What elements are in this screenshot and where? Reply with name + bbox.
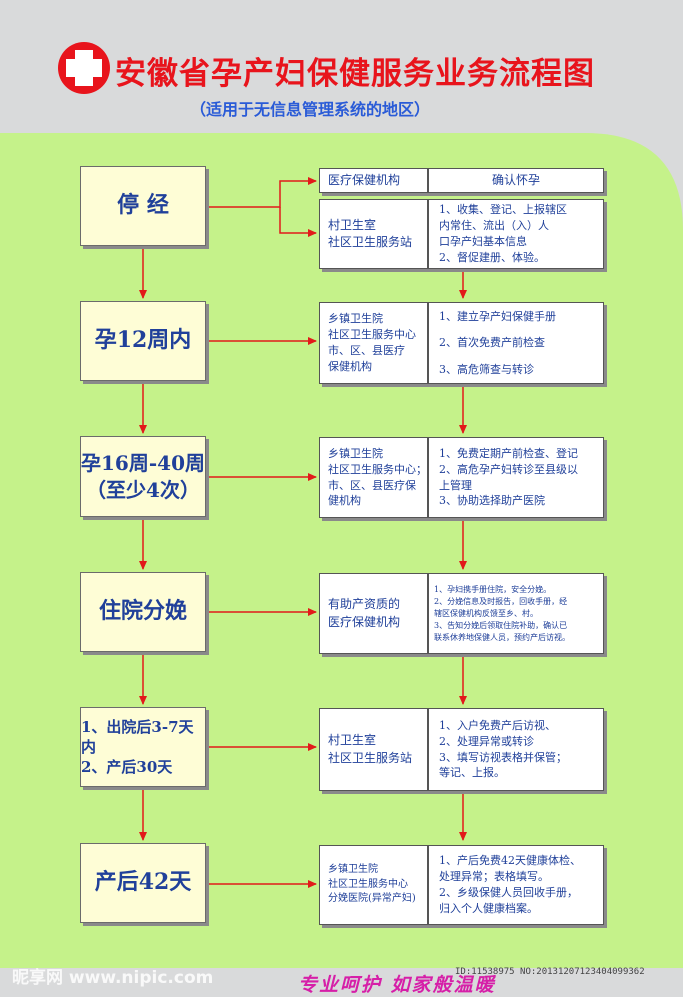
stage-label: 1、出院后3-7天内 2、产后30天 <box>81 717 194 777</box>
org-box: 乡镇卫生院 社区卫生服务中心 市、区、县医疗 保健机构 <box>319 302 428 384</box>
org-box: 村卫生室 社区卫生服务站 <box>319 199 428 269</box>
org-label: 乡镇卫生院 社区卫生服务中心 分娩医院(异常产妇) <box>328 864 416 905</box>
stage-delivery: 住院分娩 <box>80 572 206 652</box>
action-box: 确认怀孕 <box>428 168 604 193</box>
action-text: 1、入户免费产后访视、 2、处理异常或转诊 3、填写访视表格并保管； 等记、上报… <box>439 718 567 780</box>
org-label: 有助产资质的 医疗保健机构 <box>328 597 401 629</box>
action-box: 1、免费定期产前检查、登记 2、高危孕产妇转诊至县级以 上管理 3、协助选择助产… <box>428 437 604 518</box>
slogan: 专业呵护 如家般温暖 <box>298 974 496 996</box>
stage-label: 住院分娩 <box>98 598 187 625</box>
action-text: 1、孕妇携手册住院，安全分娩。 2、分娩信息及时报告，回收手册，经 辖区保健机构… <box>434 584 570 642</box>
page-subtitle: （适用于无信息管理系统的地区） <box>190 100 431 119</box>
org-label: 乡镇卫生院 社区卫生服务中心 市、区、县医疗 保健机构 <box>328 312 416 373</box>
org-box: 有助产资质的 医疗保健机构 <box>319 573 428 654</box>
action-text: 1、免费定期产前检查、登记 2、高危孕产妇转诊至县级以 上管理 3、协助选择助产… <box>439 446 578 508</box>
action-text: 1、建立孕产妇保健手册 2、首次免费产前检查 3、高危筛查与转诊 <box>439 310 556 376</box>
stage-label: 产后42天 <box>94 869 192 896</box>
action-box: 1、产后免费42天健康体检、 处理异常；表格填写。 2、乡级保健人员回收手册， … <box>428 845 604 925</box>
action-text: 1、收集、登记、上报辖区 内常住、流出（入）人 口孕产妇基本信息 2、督促建册、… <box>439 203 567 264</box>
org-label: 医疗保健机构 <box>328 172 401 187</box>
stage-42-days: 产后42天 <box>80 843 206 923</box>
site-watermark: 昵享网 www.nipic.com <box>12 968 214 988</box>
org-box: 乡镇卫生院 社区卫生服务中心 分娩医院(异常产妇) <box>319 845 428 925</box>
org-box: 乡镇卫生院 社区卫生服务中心； 市、区、县医疗保 健机构 <box>319 437 428 518</box>
org-label: 乡镇卫生院 社区卫生服务中心； 市、区、县医疗保 健机构 <box>328 446 427 508</box>
org-box: 医疗保健机构 <box>319 168 428 193</box>
image-id-text: ID:11538975 NO:20131207123404099362 <box>455 967 645 977</box>
stage-amenorrhea: 停 经 <box>80 166 206 246</box>
stage-label: 孕12周内 <box>94 327 192 354</box>
action-box: 1、收集、登记、上报辖区 内常住、流出（入）人 口孕产妇基本信息 2、督促建册、… <box>428 199 604 269</box>
org-label: 村卫生室 社区卫生服务站 <box>328 733 413 765</box>
stage-postpartum-visits: 1、出院后3-7天内 2、产后30天 <box>80 707 206 787</box>
red-cross-logo <box>58 42 110 94</box>
action-text: 1、产后免费42天健康体检、 处理异常；表格填写。 2、乡级保健人员回收手册， … <box>439 854 581 915</box>
stage-12-weeks: 孕12周内 <box>80 301 206 381</box>
stage-16-40-weeks: 孕16周-40周 （至少4次） <box>80 436 206 517</box>
org-arrows <box>206 177 317 888</box>
action-box: 1、孕妇携手册住院，安全分娩。 2、分娩信息及时报告，回收手册，经 辖区保健机构… <box>428 573 604 654</box>
stage-label: 停 经 <box>117 192 169 219</box>
org-box: 村卫生室 社区卫生服务站 <box>319 708 428 791</box>
action-text: 确认怀孕 <box>491 172 540 187</box>
page-title: 安徽省孕产妇保健服务业务流程图 <box>115 56 595 92</box>
stage-label: 孕16周-40周 （至少4次） <box>81 450 205 502</box>
action-box: 1、入户免费产后访视、 2、处理异常或转诊 3、填写访视表格并保管； 等记、上报… <box>428 708 604 791</box>
org-label: 村卫生室 社区卫生服务站 <box>328 217 413 249</box>
action-box: 1、建立孕产妇保健手册 2、首次免费产前检查 3、高危筛查与转诊 <box>428 302 604 384</box>
